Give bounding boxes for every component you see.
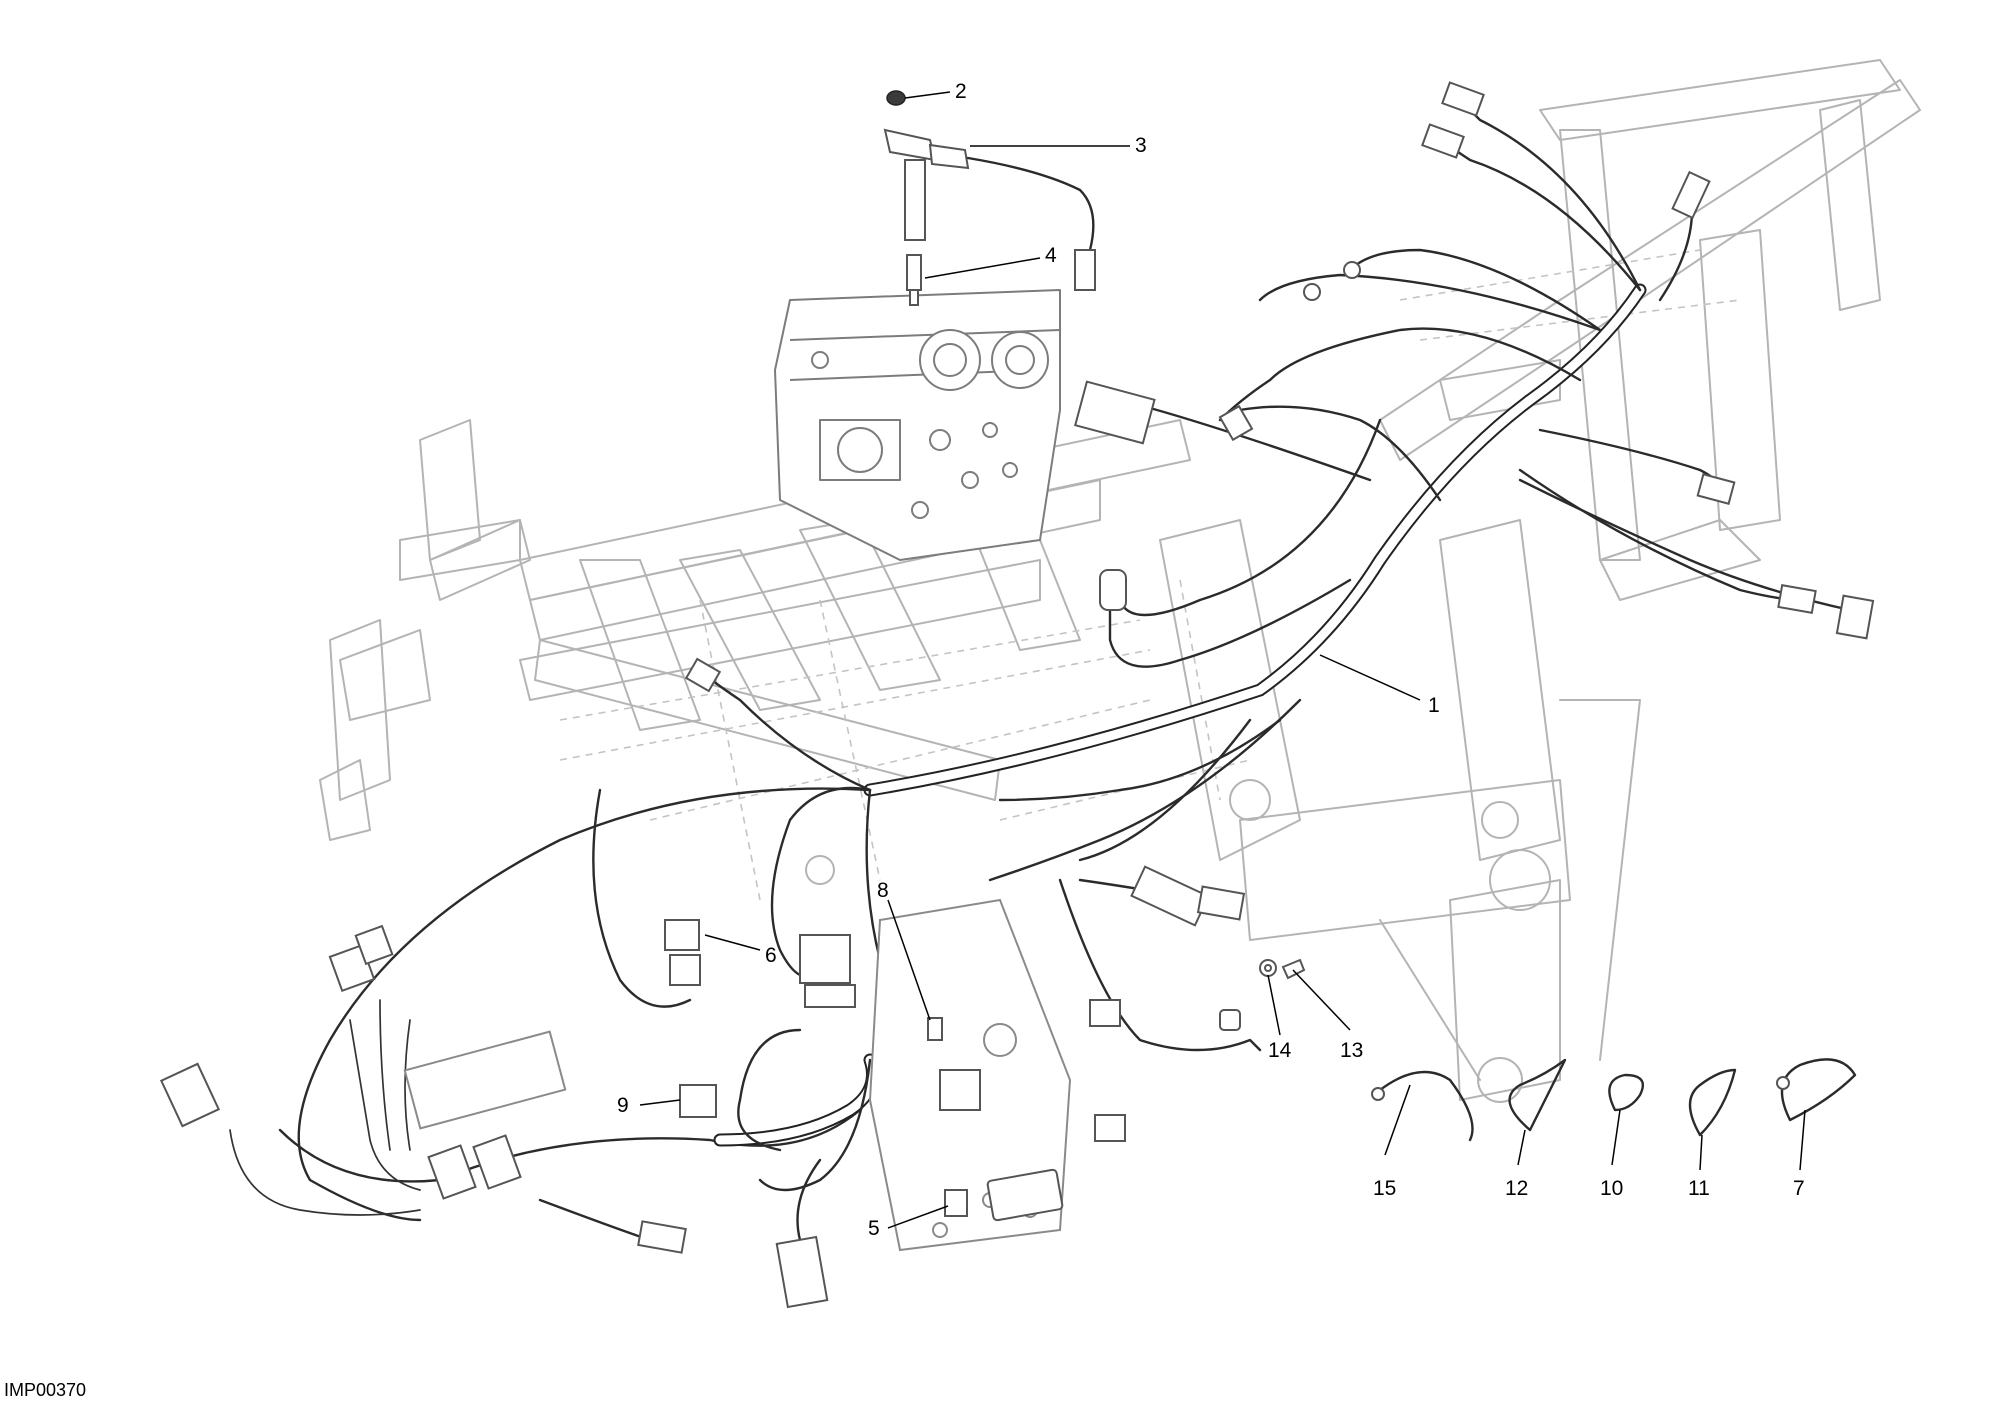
electronic-control-unit [403,898,1072,1252]
cable-clamp-12 [1508,1058,1567,1132]
callout-10: 10 [1600,1177,1623,1200]
cable-tie-15 [1371,1070,1474,1142]
callout-12: 12 [1505,1177,1528,1200]
relay-9 [679,1084,717,1118]
callout-4: 4 [1045,244,1057,267]
callout-5: 5 [868,1217,880,1240]
callout-labels: 1 2 3 4 5 6 7 8 9 10 11 12 13 14 15 [617,80,1805,1240]
relay-6 [664,919,701,986]
callout-11: 11 [1688,1177,1710,1200]
harness-connectors [159,81,1875,1309]
motorcycle-frame [319,59,1921,1103]
drawing-reference-code: IMP00370 [4,1380,87,1400]
callout-6: 6 [765,944,777,967]
callout-7: 7 [1793,1177,1805,1200]
cable-clamp-7 [1776,1058,1857,1122]
callout-8: 8 [877,879,889,902]
ignition-coil [883,90,1096,291]
callout-2: 2 [955,80,967,103]
callout-1: 1 [1428,694,1440,717]
cable-clamp-11 [1688,1068,1737,1137]
callout-9: 9 [617,1094,629,1117]
callout-leaders [639,91,1806,1229]
callout-13: 13 [1340,1039,1363,1062]
cylinder-head [774,289,1061,561]
cable-clamp-10 [1608,1073,1645,1112]
callout-3: 3 [1135,134,1147,157]
callout-15: 15 [1373,1177,1396,1200]
fuse-connector-5 [944,1168,1064,1222]
spark-plug [906,254,922,306]
ground-bolt [1259,958,1306,980]
callout-14: 14 [1268,1039,1292,1062]
